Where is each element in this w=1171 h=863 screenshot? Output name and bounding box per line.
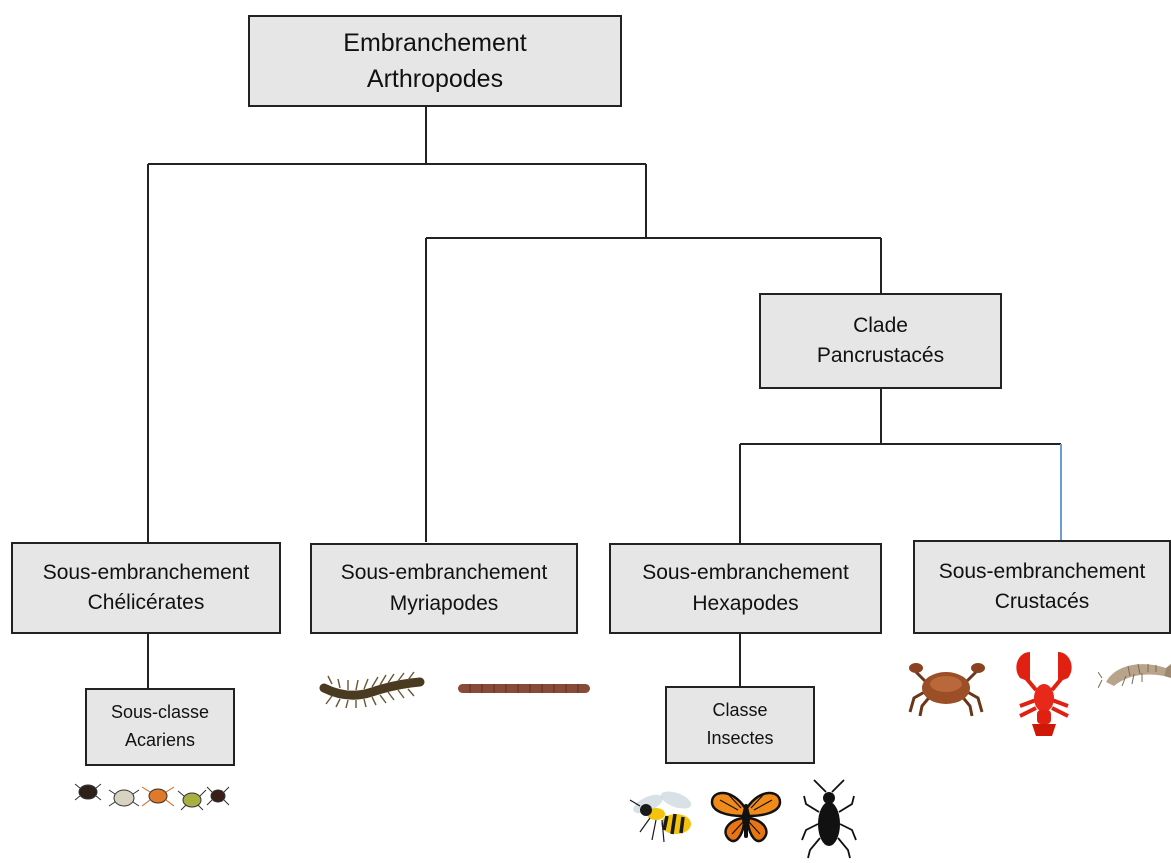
myriapodes-line1: Sous-embranchement [341, 558, 548, 588]
hexapodes-line1: Sous-embranchement [642, 558, 849, 588]
lobster-icon [1006, 648, 1082, 738]
mite-icons [74, 778, 234, 814]
myriapodes-box: Sous-embranchement Myriapodes [310, 543, 578, 634]
chelicerates-line1: Sous-embranchement [43, 558, 250, 588]
crustaces-box: Sous-embranchement Crustacés [913, 540, 1171, 634]
root-box: Embranchement Arthropodes [248, 15, 622, 107]
millipede-icon [455, 680, 593, 698]
chelicerates-box: Sous-embranchement Chélicérates [11, 542, 281, 634]
root-line2: Arthropodes [367, 61, 503, 97]
acariens-line1: Sous-classe [111, 699, 209, 727]
crab-icon [906, 656, 990, 718]
clade-line1: Clade [853, 311, 908, 341]
root-line1: Embranchement [343, 25, 526, 61]
clade-box: Clade Pancrustacés [759, 293, 1002, 389]
acariens-box: Sous-classe Acariens [85, 688, 235, 766]
myriapodes-line2: Myriapodes [390, 589, 499, 619]
hexapodes-line2: Hexapodes [692, 589, 798, 619]
clade-line2: Pancrustacés [817, 341, 944, 371]
crustaces-line2: Crustacés [995, 587, 1090, 617]
insectes-box: Classe Insectes [665, 686, 815, 764]
acariens-line2: Acariens [125, 727, 195, 755]
shrimp-icon [1098, 652, 1171, 692]
insectes-line2: Insectes [706, 725, 773, 753]
bug-icon [800, 778, 858, 860]
centipede-icon [318, 668, 426, 708]
wasp-icon [626, 784, 700, 848]
butterfly-icon [708, 786, 784, 846]
chelicerates-line2: Chélicérates [88, 588, 205, 618]
crustaces-line1: Sous-embranchement [939, 557, 1146, 587]
hexapodes-box: Sous-embranchement Hexapodes [609, 543, 882, 634]
insectes-line1: Classe [712, 697, 767, 725]
